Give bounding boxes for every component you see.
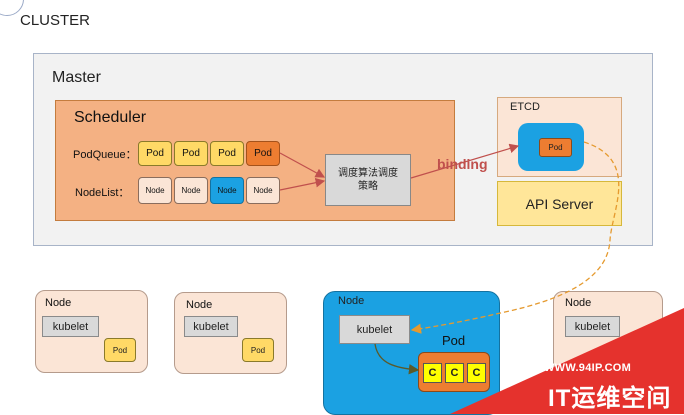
worker-node-1-kubelet: kubelet bbox=[42, 316, 99, 337]
watermark-url: WWW.94IP.COM bbox=[544, 362, 632, 374]
kubelet-to-pod-arrow bbox=[374, 343, 420, 375]
worker-node-1-label: Node bbox=[45, 297, 72, 309]
podqueue-arrow bbox=[279, 152, 326, 178]
queue-pod-3: Pod bbox=[210, 141, 244, 166]
etcd-title: ETCD bbox=[510, 101, 540, 113]
container-2: C bbox=[445, 363, 464, 383]
nodelist-arrow bbox=[279, 177, 326, 191]
worker-node-4-kubelet: kubelet bbox=[565, 316, 620, 337]
scheduling-algorithm-label: 调度算法调度策略 bbox=[338, 168, 398, 192]
container-3: C bbox=[467, 363, 486, 383]
worker-node-2-label: Node bbox=[186, 299, 213, 311]
container-1: C bbox=[423, 363, 442, 383]
queue-pod-2: Pod bbox=[174, 141, 208, 166]
worker-node-2-pod: Pod bbox=[242, 338, 274, 362]
master-title: Master bbox=[52, 69, 101, 86]
worker-node-2-kubelet: kubelet bbox=[184, 316, 238, 337]
worker-node-3-pod-label: Pod bbox=[442, 333, 466, 348]
queue-pod-1: Pod bbox=[138, 141, 172, 166]
watermark-banner bbox=[450, 308, 684, 414]
binding-label: binding bbox=[437, 156, 488, 172]
worker-node-1-pod: Pod bbox=[104, 338, 136, 362]
nodelist-label: NodeList： bbox=[75, 187, 130, 199]
binding-arrow bbox=[410, 143, 520, 179]
etcd-pod: Pod bbox=[539, 138, 572, 157]
worker-node-4-label: Node bbox=[565, 297, 592, 309]
api-server-label: API Server bbox=[525, 195, 594, 212]
scheduler-title: Scheduler bbox=[74, 109, 147, 126]
nodelist-node-2: Node bbox=[174, 177, 208, 204]
nodelist-node-1: Node bbox=[138, 177, 172, 204]
scheduling-algorithm-box: 调度算法调度策略 bbox=[325, 154, 411, 206]
api-server-box: API Server bbox=[497, 181, 622, 226]
watch-dashed-arrow bbox=[410, 141, 620, 334]
nodelist-node-3: Node bbox=[210, 177, 244, 204]
queue-pod-4: Pod bbox=[246, 141, 280, 166]
cluster-title: CLUSTER bbox=[20, 12, 91, 29]
nodelist-node-4: Node bbox=[246, 177, 280, 204]
podqueue-label: PodQueue： bbox=[73, 149, 137, 161]
watermark-title: IT运维空间 bbox=[548, 385, 672, 412]
worker-node-3-label: Node bbox=[338, 295, 365, 307]
worker-node-3-kubelet: kubelet bbox=[339, 315, 410, 344]
